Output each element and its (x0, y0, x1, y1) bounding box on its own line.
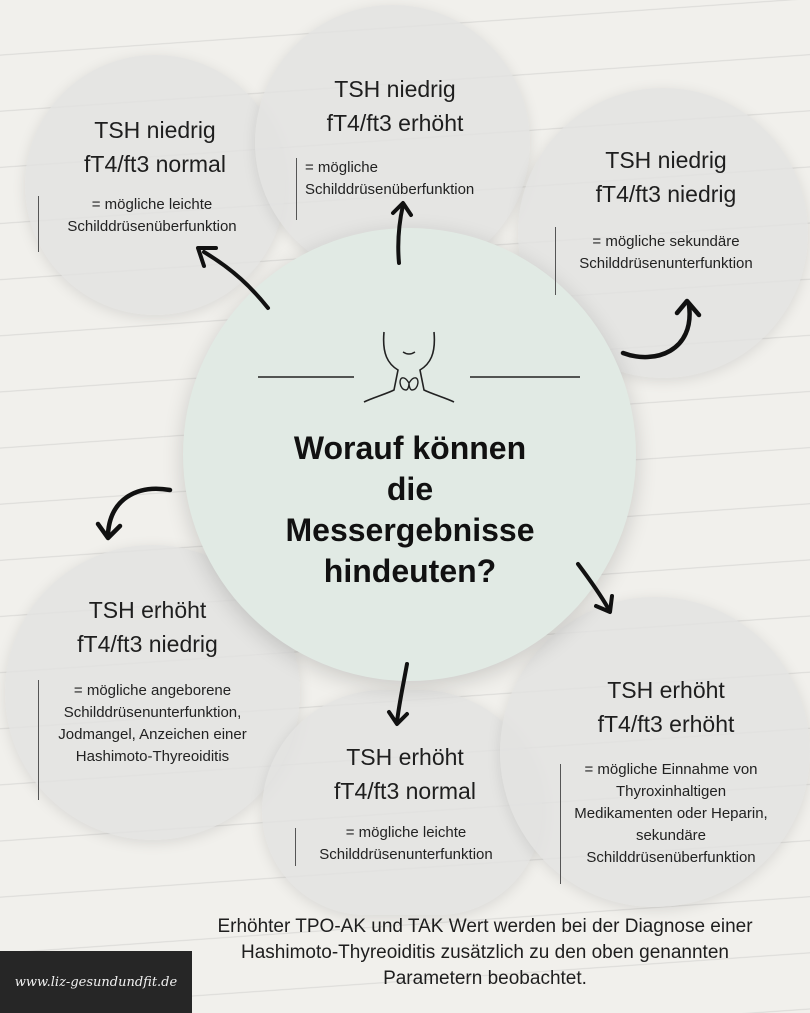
node-2-desc: = mögliche Schilddrüsenüberfunktion (305, 159, 475, 198)
node-1-line-1: TSH niedrig (94, 117, 216, 143)
node-4-divider (38, 680, 39, 800)
node-circle-top-left (25, 55, 285, 315)
center-title-line-1: Worauf können (293, 430, 527, 466)
node-6-line-2: fT4/ft3 erhöht (597, 711, 735, 737)
node-circle-bottom-right (500, 597, 810, 907)
center-title-line-4: hindeuten? (323, 553, 497, 589)
arrow-to-top-left-icon (196, 246, 270, 310)
node-6-line-1: TSH erhöht (607, 677, 725, 703)
brand-text: www.liz-gesundundfit.de (14, 974, 178, 990)
node-5-desc: = mögliche leichte Schilddrüsenunterfunk… (319, 824, 493, 863)
node-3-desc: = mögliche sekundäre Schilddrüsenunterfu… (579, 233, 753, 272)
node-5-divider (295, 828, 296, 866)
center-title: Worauf können die Messergebnisse hindeut… (230, 428, 590, 592)
node-1-title: TSH niedrig fT4/ft3 normal (60, 113, 250, 181)
neck-thyroid-icon (258, 331, 580, 403)
node-4-desc: = mögliche angeborene Schilddrüsenunterf… (58, 682, 247, 765)
node-circle-bottom (262, 690, 542, 915)
node-1-divider (38, 196, 39, 252)
node-2-divider (296, 158, 297, 220)
node-5-line-1: TSH erhöht (346, 744, 464, 770)
center-title-line-3: Messergebnisse (285, 512, 535, 548)
node-3-line-1: TSH niedrig (605, 147, 727, 173)
node-3-line-2: fT4/ft3 niedrig (595, 181, 737, 207)
node-1-desc: = mögliche leichte Schilddrüsenüberfunkt… (67, 196, 237, 235)
center-circle (183, 228, 636, 681)
node-3-divider (555, 227, 556, 295)
node-6-title: TSH erhöht fT4/ft3 erhöht (565, 673, 767, 741)
arrow-to-bottom-right-icon (576, 562, 614, 614)
node-2-title: TSH niedrig fT4/ft3 erhöht (295, 72, 495, 140)
arrow-to-right-icon (620, 298, 702, 360)
brand-badge: www.liz-gesundundfit.de (0, 951, 192, 1013)
node-5-line-2: fT4/ft3 normal (334, 778, 476, 804)
node-3-title: TSH niedrig fT4/ft3 niedrig (560, 143, 772, 211)
node-4-title: TSH erhöht fT4/ft3 niedrig (45, 593, 250, 661)
node-6-desc: = mögliche Einnahme von Thyroxinhaltigen… (574, 761, 768, 866)
center-title-line-2: die (386, 471, 434, 507)
node-6-divider (560, 764, 561, 884)
arrow-to-top-icon (391, 201, 413, 265)
node-2-line-1: TSH niedrig (334, 76, 456, 102)
arrow-to-bottom-icon (387, 662, 409, 726)
footer-note: Erhöhter TPO-AK und TAK Wert werden bei … (217, 916, 753, 989)
node-4-line-2: fT4/ft3 niedrig (77, 631, 218, 657)
node-2-line-2: fT4/ft3 erhöht (326, 110, 464, 136)
node-5-title: TSH erhöht fT4/ft3 normal (300, 740, 510, 808)
node-4-line-1: TSH erhöht (88, 597, 207, 623)
node-1-line-2: fT4/ft3 normal (84, 151, 226, 177)
arrow-to-left-icon (95, 486, 173, 541)
